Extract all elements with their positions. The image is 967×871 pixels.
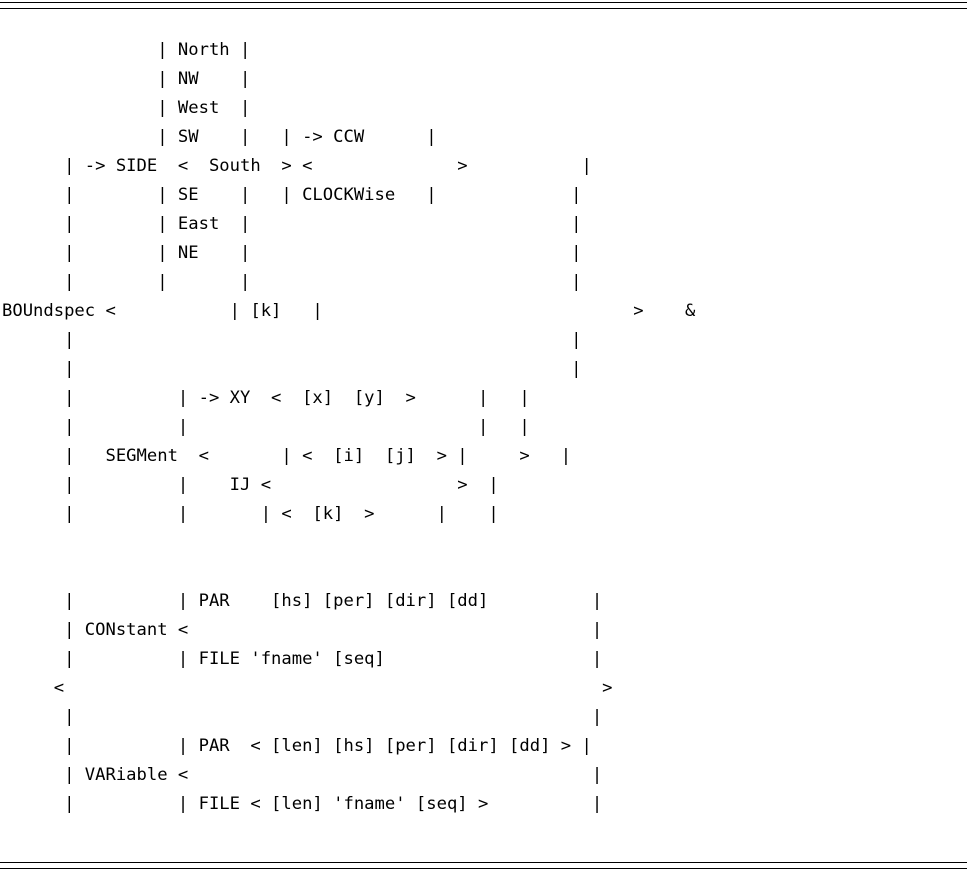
syntax-line: | | FILE < [len] 'fname' [seq] > | xyxy=(2,794,603,814)
syntax-line: | | xyxy=(2,330,582,350)
syntax-line: | | xyxy=(2,359,582,379)
syntax-line: | West | xyxy=(2,98,251,118)
bottom-double-rule xyxy=(0,862,967,869)
command-syntax-diagram: | North | | NW | | West | | SW | | -> CC… xyxy=(2,36,695,819)
syntax-line: | SW | | -> CCW | xyxy=(2,127,437,147)
syntax-line: | | FILE 'fname' [seq] | xyxy=(2,649,603,669)
syntax-line: | | NE | | xyxy=(2,243,582,263)
syntax-line: | -> SIDE < South > < > | xyxy=(2,156,592,176)
syntax-line: < > xyxy=(2,678,613,698)
syntax-line: | | | | xyxy=(2,272,582,292)
syntax-line: | | | < [k] > | | xyxy=(2,504,499,524)
syntax-line: | | PAR [hs] [per] [dir] [dd] | xyxy=(2,591,603,611)
top-double-rule xyxy=(0,2,967,9)
syntax-line: | | SE | | CLOCKWise | | xyxy=(2,185,582,205)
syntax-line: | | -> XY < [x] [y] > | | xyxy=(2,388,530,408)
syntax-line: | SEGMent < | < [i] [j] > | > | xyxy=(2,446,572,466)
syntax-line: | | | | xyxy=(2,417,530,437)
syntax-line: | CONstant < | xyxy=(2,620,603,640)
syntax-line: | | East | | xyxy=(2,214,582,234)
syntax-line: | | PAR < [len] [hs] [per] [dir] [dd] > … xyxy=(2,736,592,756)
syntax-line: | | IJ < > | xyxy=(2,475,499,495)
syntax-line: | VARiable < | xyxy=(2,765,603,785)
syntax-line: | North | xyxy=(2,40,251,60)
syntax-line: BOUndspec < | [k] | > & xyxy=(2,301,696,321)
syntax-line: | | xyxy=(2,707,603,727)
syntax-line: | NW | xyxy=(2,69,251,89)
